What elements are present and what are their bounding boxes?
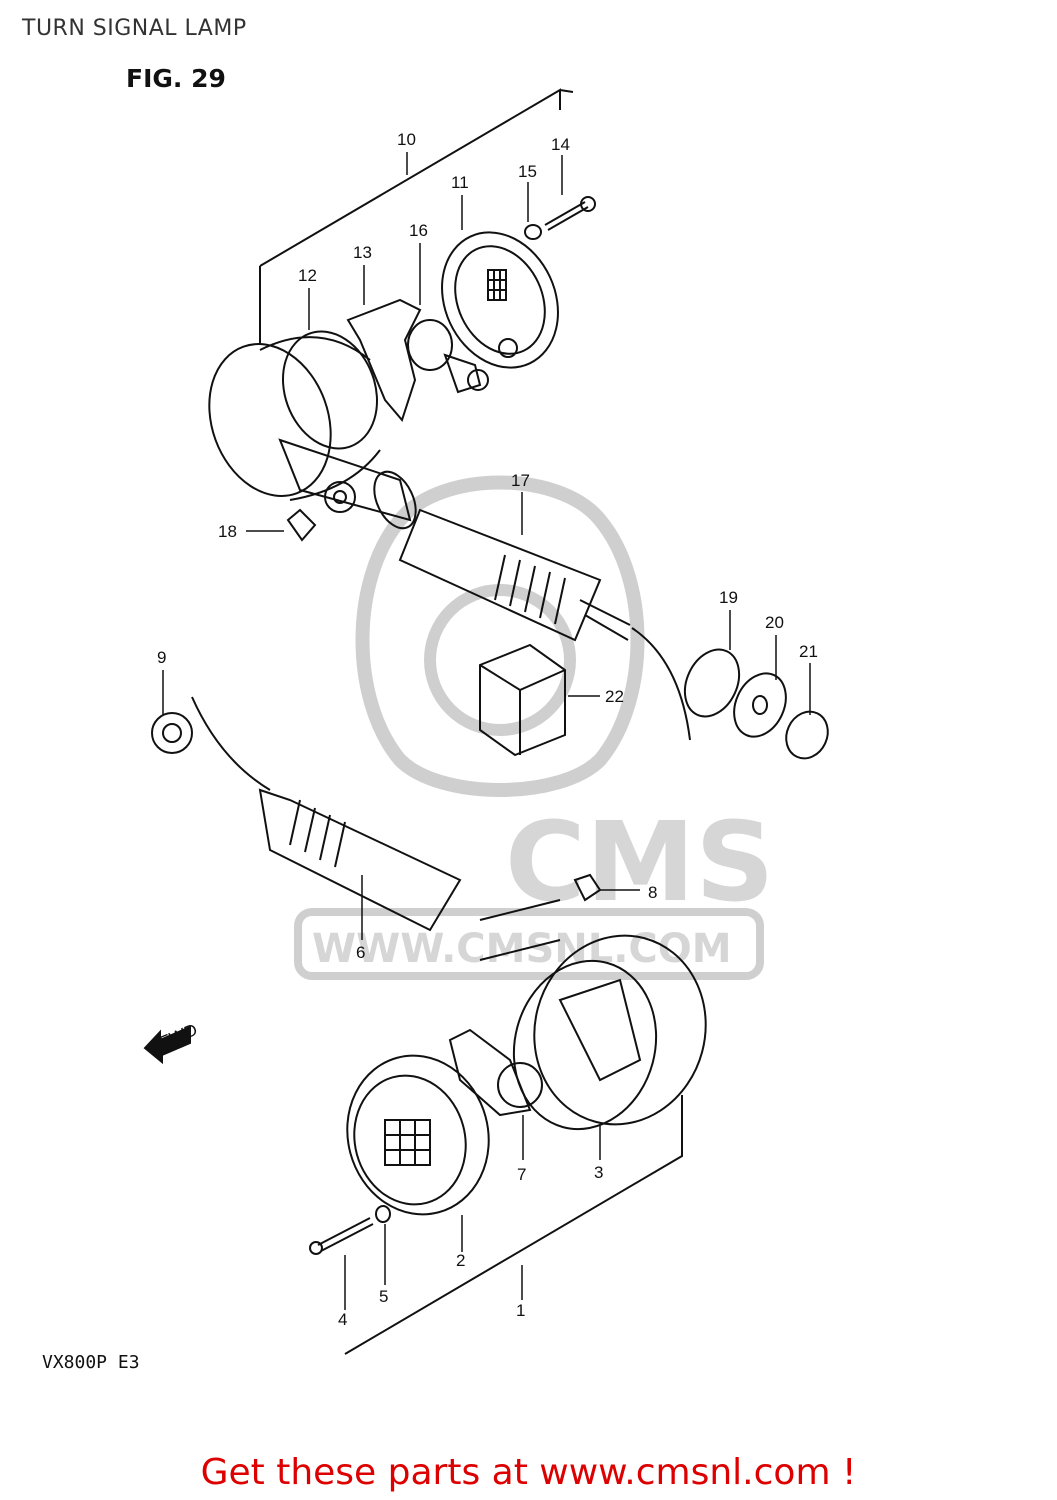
watermark-brand: CMS [505,798,774,926]
rubber-cover-lower [258,788,462,932]
bulb-bracket [346,298,422,423]
screw-18 [286,508,317,542]
relay-22 [479,643,566,757]
wire-lower [191,696,271,791]
assembly-1-bracket [344,1095,683,1355]
callout-numbers: 1 2 3 4 5 6 7 8 9 10 11 12 13 14 15 16 1… [157,130,818,1329]
lens-lower [346,1054,490,1216]
callout-1: 1 [516,1301,525,1320]
stem-upper [278,438,417,530]
screw-4 [317,1217,374,1252]
callout-14: 14 [551,135,570,154]
callout-21: 21 [799,642,818,661]
model-code: VX800P E3 [42,1352,140,1373]
lamp-housing-lower [479,899,707,1131]
nut-9 [151,712,193,754]
rubber-cover-upper [398,508,691,741]
bulb-upper [407,319,489,394]
assembly-10-bracket [259,88,574,345]
callout-20: 20 [765,613,784,632]
callout-4: 4 [338,1310,347,1329]
washer-5 [375,1205,391,1223]
callout-10: 10 [397,130,416,149]
callout-8: 8 [648,883,657,902]
washer-15 [524,224,542,240]
bulb-lower [448,1028,543,1117]
callout-16: 16 [409,221,428,240]
leader-lines [162,152,811,1310]
callout-18: 18 [218,522,237,541]
footer-cta-link[interactable]: Get these parts at www.cmsnl.com ! [200,1452,857,1493]
callout-7: 7 [517,1165,526,1184]
callout-19: 19 [719,588,738,607]
screw-14 [544,201,589,231]
screw-14-head [580,196,596,212]
page-title: TURN SIGNAL LAMP [22,16,247,41]
screw-4-head [309,1241,323,1255]
callout-9: 9 [157,648,166,667]
callout-11: 11 [451,173,469,192]
callout-22: 22 [605,687,624,706]
washer-20 [733,672,787,738]
lamp-housing-upper [208,330,381,501]
cms-watermark: CMS WWW.CMSNL.COM [294,475,774,980]
nut-21 [785,710,829,760]
figure-number: FIG. 29 [126,64,226,93]
callout-6: 6 [356,943,365,962]
callout-2: 2 [456,1251,465,1270]
callout-3: 3 [594,1163,603,1182]
fwd-arrow-icon [143,1025,191,1065]
nut-19 [683,648,741,718]
callout-15: 15 [518,162,537,181]
callout-5: 5 [379,1287,388,1306]
callout-17: 17 [511,471,530,490]
callout-12: 12 [298,266,317,285]
callout-13: 13 [353,243,372,262]
lens-upper [441,231,559,369]
